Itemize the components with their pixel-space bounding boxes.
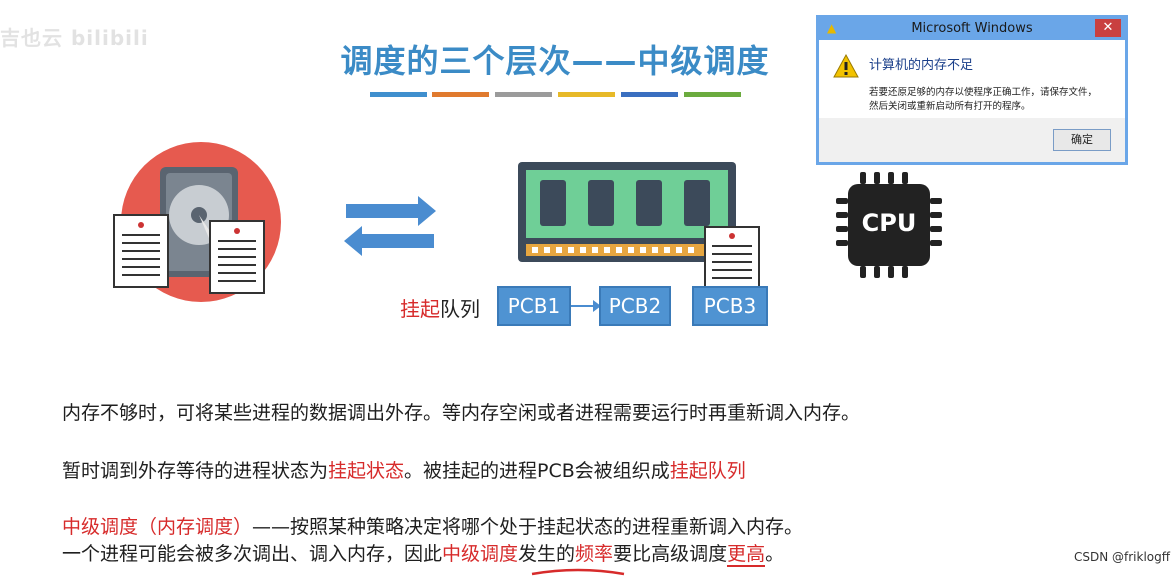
text-span: 要比高级调度 (613, 543, 727, 565)
queue-word: 队列 (440, 297, 480, 321)
red-underline-mark (528, 566, 628, 576)
document-icon (702, 224, 762, 292)
slide-title: 调度的三个层次——中级调度 (300, 36, 810, 82)
suspend-word: 挂起 (400, 297, 440, 321)
color-bar (370, 92, 427, 97)
dialog-title: Microsoft Windows (819, 21, 1125, 36)
warning-icon (833, 54, 859, 78)
dialog-heading: 计算机的内存不足 (869, 54, 973, 73)
color-bar (621, 92, 678, 97)
highlight-medium-term-scheduling: 中级调度（内存调度） (62, 516, 252, 538)
close-button[interactable]: ✕ (1095, 19, 1121, 37)
text-span: 。被挂起的进程PCB会被组织成 (404, 460, 670, 482)
paragraph-4: 一个进程可能会被多次调出、调入内存，因此中级调度发生的频率要比高级调度更高。 (62, 539, 784, 566)
bilibili-watermark: 吉也云 bilibili (0, 22, 149, 51)
csdn-credit: CSDN @friklogff (1074, 550, 1170, 564)
dialog-titlebar: ▲ Microsoft Windows ✕ (819, 18, 1125, 40)
document-icon (114, 215, 168, 287)
dialog-body: 计算机的内存不足 若要还原足够的内存以使程序正确工作，请保存文件， 然后关闭或重… (819, 40, 1125, 118)
color-bar (684, 92, 741, 97)
pcb2-box: PCB2 (599, 286, 671, 326)
dialog-footer: 确定 (819, 118, 1125, 162)
suspend-queue-label: 挂起队列 (400, 293, 480, 322)
pcb1-box: PCB1 (497, 286, 571, 326)
pcb3-box: PCB3 (692, 286, 768, 326)
highlight-suspend-queue: 挂起队列 (670, 460, 746, 482)
text-span: ——按照某种策略决定将哪个处于挂起状态的进程重新调入内存。 (252, 516, 803, 538)
document-icon (210, 221, 264, 293)
text-span: 一个进程可能会被多次调出、调入内存，因此 (62, 543, 442, 565)
highlight-medium-term: 中级调度 (442, 543, 518, 565)
low-memory-dialog: ▲ Microsoft Windows ✕ 计算机的内存不足 若要还原足够的内存… (816, 15, 1128, 165)
highlight-frequency: 频率 (575, 543, 613, 565)
text-span: 。 (765, 543, 784, 565)
text-span: 发生的 (518, 543, 575, 565)
hard-disk-icon (106, 137, 291, 307)
dialog-message-line2: 然后关闭或重新启动所有打开的程序。 (869, 98, 1031, 112)
color-bar (495, 92, 552, 97)
text-span: 暂时调到外存等待的进程状态为 (62, 460, 328, 482)
swap-arrows-icon (340, 194, 440, 264)
highlight-suspend-state: 挂起状态 (328, 460, 404, 482)
arrow-right-icon (571, 296, 601, 316)
cpu-label: CPU (848, 209, 930, 237)
paragraph-1: 内存不够时，可将某些进程的数据调出外存。等内存空闲或者进程需要运行时再重新调入内… (62, 398, 860, 425)
paragraph-2: 暂时调到外存等待的进程状态为挂起状态。被挂起的进程PCB会被组织成挂起队列 (62, 456, 746, 483)
highlight-higher: 更高 (727, 543, 765, 567)
color-bar (432, 92, 489, 97)
ok-button[interactable]: 确定 (1053, 129, 1111, 151)
color-bar (558, 92, 615, 97)
paragraph-3: 中级调度（内存调度）——按照某种策略决定将哪个处于挂起状态的进程重新调入内存。 (62, 512, 803, 539)
dialog-message-line1: 若要还原足够的内存以使程序正确工作，请保存文件， (869, 84, 1097, 98)
